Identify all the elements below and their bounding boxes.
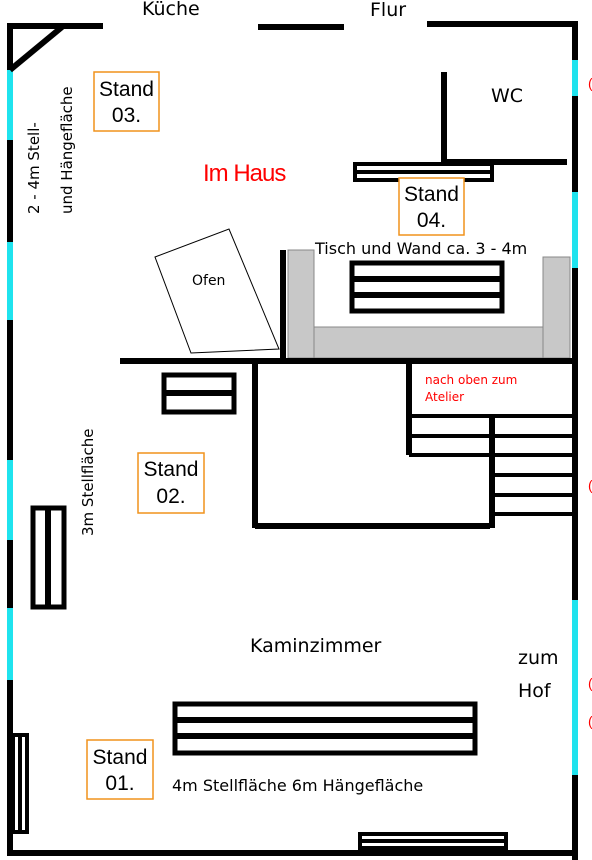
stand-01-number: 01. xyxy=(105,772,134,795)
kitchen-label: Küche xyxy=(142,0,200,20)
bottom-bench xyxy=(358,832,508,850)
to-yard-label-1: zum xyxy=(518,647,559,669)
stand-03-label: Stand xyxy=(99,78,154,101)
left-wall-note-2: und Hängefläche xyxy=(58,86,76,214)
counter xyxy=(287,249,571,359)
fireplace-room-label: Kaminzimmer xyxy=(250,635,382,657)
svg-text:(: ( xyxy=(588,75,592,91)
stand02-area-note: 3m Stellfläche xyxy=(79,428,97,536)
upstairs-label-2: Atelier xyxy=(425,390,464,404)
left-wall-note-1: 2 - 4m Stell- xyxy=(25,122,43,214)
edge-marks: ( ( ( ( xyxy=(588,75,592,729)
stand-03: Stand 03. xyxy=(93,71,160,132)
oven-shape xyxy=(154,228,280,354)
svg-text:(: ( xyxy=(588,713,592,729)
svg-text:(: ( xyxy=(588,477,592,493)
stand-04: Stand 04. xyxy=(398,177,465,236)
wc-bench xyxy=(353,162,494,182)
stand-03-number: 03. xyxy=(112,104,141,127)
stand-02-number: 02. xyxy=(156,485,185,508)
table-rack xyxy=(349,260,505,314)
to-yard-label-2: Hof xyxy=(518,680,552,702)
table-wall-note: Tisch und Wand ca. 3 - 4m xyxy=(314,239,527,258)
stand-01-label: Stand xyxy=(93,746,148,769)
stand01-area-note: 4m Stellfläche 6m Hängefläche xyxy=(172,776,423,795)
left-rack xyxy=(30,505,67,610)
svg-text:(: ( xyxy=(588,675,592,691)
chimney-block xyxy=(252,361,490,529)
stand-01: Stand 01. xyxy=(86,739,154,800)
windows xyxy=(7,60,578,775)
stand-04-number: 04. xyxy=(417,209,446,232)
house-title: Im Haus xyxy=(203,160,286,187)
oven-label: Ofen xyxy=(192,273,225,289)
hallway-label: Flur xyxy=(370,0,406,21)
stand01-rack xyxy=(172,701,478,756)
stand-02-label: Stand xyxy=(144,458,199,481)
corner-diagonal xyxy=(8,24,64,73)
stand-04-label: Stand xyxy=(404,183,459,206)
stairs xyxy=(406,361,575,528)
stand-02: Stand 02. xyxy=(137,452,205,514)
upstairs-label-1: nach oben zum xyxy=(425,373,517,387)
bottom-left-bench xyxy=(11,733,29,834)
wc-label: WC xyxy=(491,85,523,107)
stand02-rack xyxy=(161,372,237,415)
